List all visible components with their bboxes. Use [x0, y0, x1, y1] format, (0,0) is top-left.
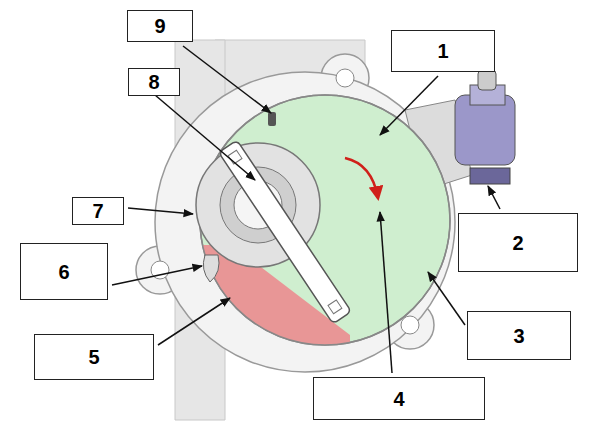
callout-number: 1 [437, 41, 448, 61]
callout-number: 8 [148, 72, 159, 92]
callout-box: 7 [72, 197, 124, 225]
callout-box: 1 [391, 30, 495, 72]
callout-number: 7 [92, 201, 103, 221]
callout-number: 3 [513, 326, 524, 346]
callout-number: 4 [393, 389, 404, 409]
callout-box: 2 [458, 213, 578, 272]
callout-number: 5 [88, 347, 99, 367]
callout-number: 6 [58, 262, 69, 282]
callout-box: 3 [467, 311, 571, 360]
callout-box: 8 [128, 68, 180, 96]
callout-box: 5 [34, 334, 154, 380]
callout-number: 2 [512, 233, 523, 253]
callout-number: 9 [154, 16, 165, 36]
callout-box: 4 [313, 377, 485, 420]
callout-box: 6 [20, 243, 108, 300]
callout-box: 9 [127, 10, 193, 42]
